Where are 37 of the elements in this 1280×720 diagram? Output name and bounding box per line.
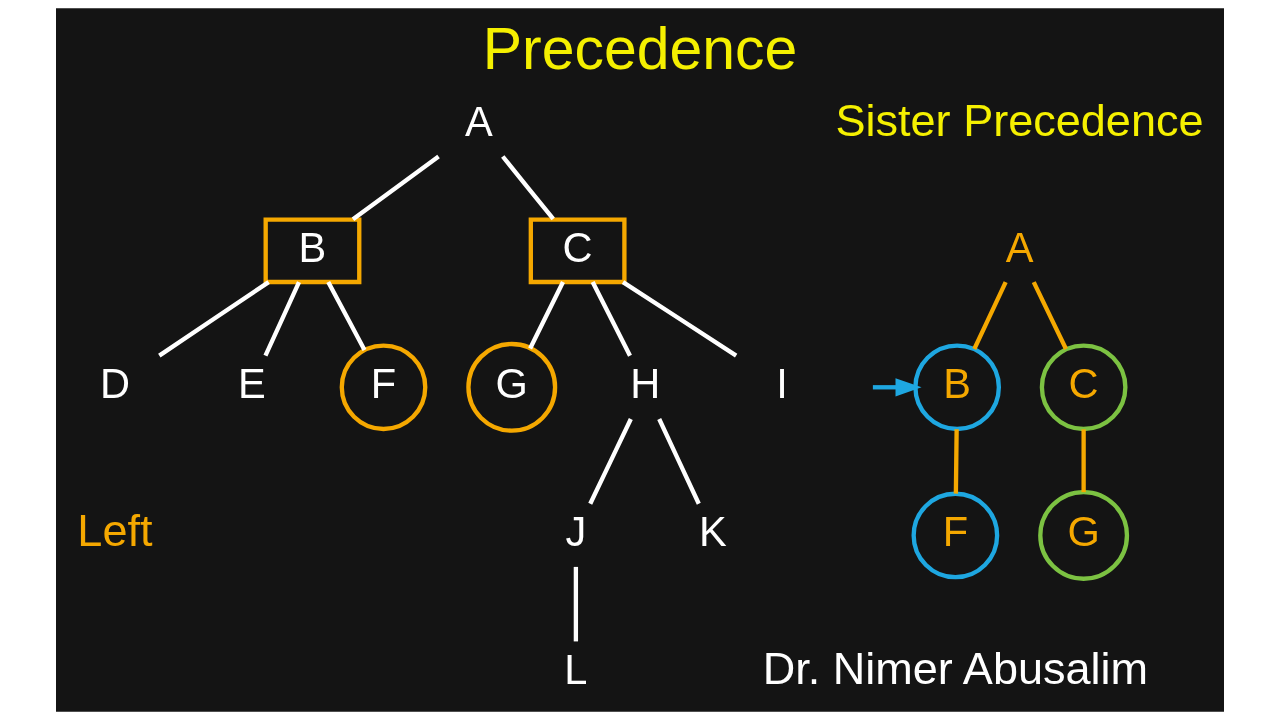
- node-box: C: [528, 217, 627, 285]
- node-circle: F: [339, 343, 428, 432]
- connector: [158, 280, 270, 358]
- connector: [953, 429, 959, 494]
- label: Left: [77, 505, 153, 557]
- connector: [621, 280, 738, 358]
- node-circle: F: [911, 491, 1000, 580]
- connector: [573, 566, 579, 642]
- node-text: J: [565, 508, 587, 556]
- connector: [263, 281, 301, 357]
- node-text: A: [464, 97, 493, 145]
- connector: [351, 154, 440, 222]
- node-text: K: [698, 508, 727, 556]
- node-text: I: [776, 360, 788, 408]
- connector: [501, 155, 555, 221]
- arrow: [872, 378, 922, 397]
- node-circle: G: [466, 341, 558, 433]
- connector: [528, 281, 565, 350]
- node-circle: G: [1038, 489, 1130, 581]
- connector: [326, 281, 367, 351]
- node-text: L: [564, 645, 588, 693]
- node-text: H: [630, 360, 661, 408]
- node-box: B: [263, 217, 362, 285]
- connector: [590, 281, 632, 357]
- node-circle: B: [913, 343, 1002, 432]
- diagram-title: Precedence: [482, 16, 798, 82]
- node-circle: C: [1039, 343, 1128, 432]
- connector: [1081, 429, 1086, 493]
- node-text: E: [237, 360, 266, 408]
- node-text: A: [1005, 223, 1034, 271]
- connector: [657, 418, 701, 505]
- node-text: D: [99, 360, 130, 408]
- connector: [588, 418, 633, 505]
- label: Sister Precedence: [835, 95, 1204, 147]
- connector: [1031, 281, 1068, 350]
- label: Dr. Nimer Abusalim: [762, 642, 1149, 694]
- connector: [972, 281, 1008, 350]
